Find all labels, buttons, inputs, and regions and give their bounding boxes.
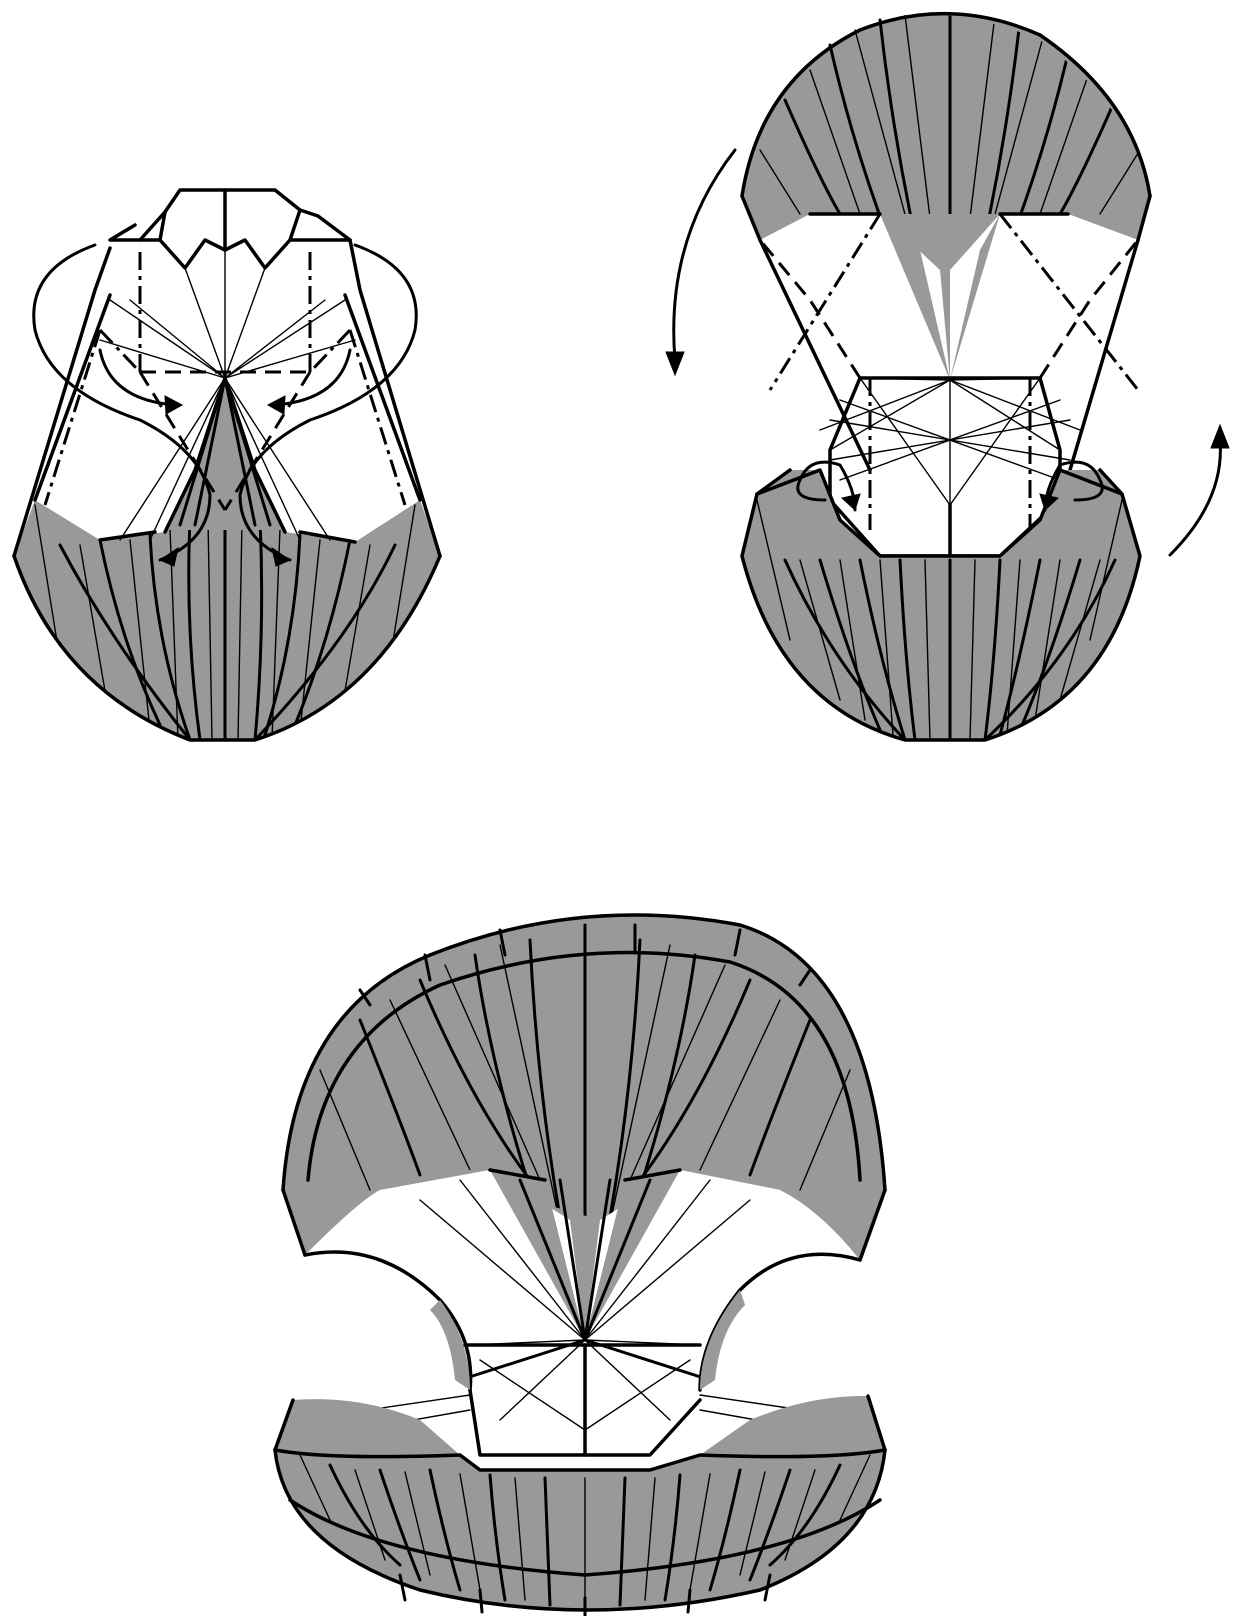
step-b-right-curve-arrow bbox=[1170, 440, 1220, 555]
step-c-top-fan bbox=[283, 915, 885, 1340]
step-c bbox=[275, 915, 885, 1616]
step-b bbox=[666, 10, 1229, 740]
step-a bbox=[14, 190, 440, 740]
step-b-left-curve-arrow bbox=[674, 150, 735, 360]
